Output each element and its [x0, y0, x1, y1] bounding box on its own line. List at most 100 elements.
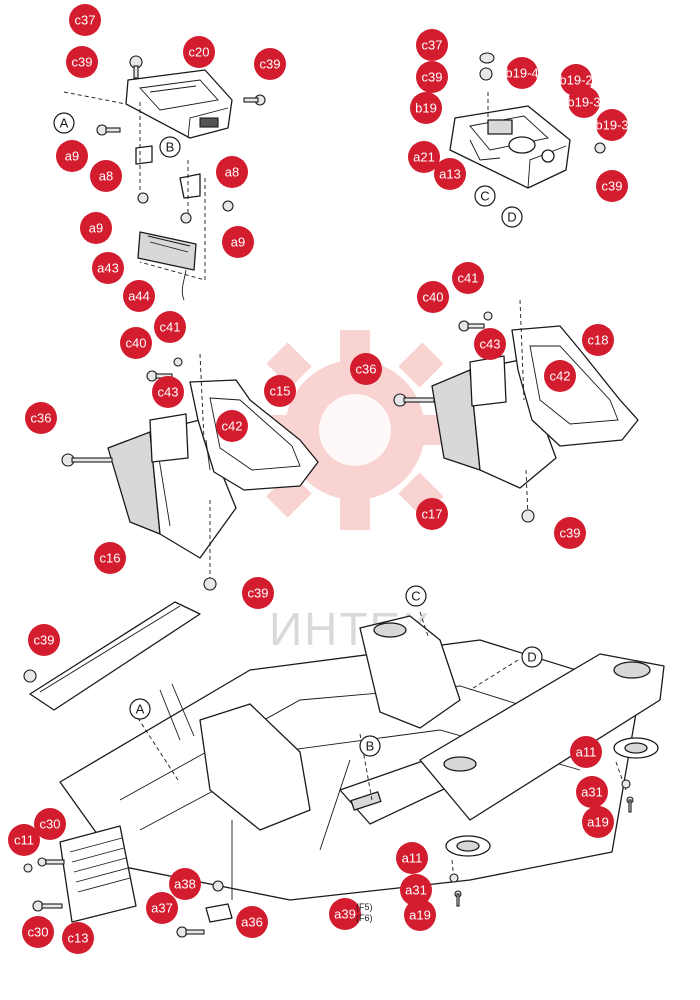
frame-c18 [511, 325, 639, 447]
part-label-a43: a43 [92, 252, 124, 284]
reference-letter-d: D [501, 206, 523, 228]
reference-letter-a: A [53, 112, 75, 134]
part-label-c41: c41 [154, 311, 186, 343]
part-label-text: c18 [588, 333, 609, 348]
part-label-dot [404, 899, 436, 931]
part-label-text: a31 [405, 883, 427, 898]
part-label-text: c40 [126, 336, 147, 351]
part-label-a31: a31 [576, 776, 608, 808]
reference-letter-text: A [60, 116, 69, 131]
part-label-text: c36 [356, 362, 377, 377]
part-label-dot [169, 868, 201, 900]
reference-letter-text: B [366, 739, 375, 754]
part-label-dot [92, 252, 124, 284]
part-label-c17: c17 [416, 498, 448, 530]
part-label-text: b19-3 [567, 95, 600, 110]
part-label-text: a9 [65, 149, 79, 164]
part-label-text: c37 [75, 13, 96, 28]
part-label-dot [264, 375, 296, 407]
reference-letter-d: D [521, 646, 543, 668]
part-label-dot [62, 922, 94, 954]
part-label-text: c39 [560, 526, 581, 541]
part-label-a9: a9 [80, 212, 112, 244]
part-label-c40: c40 [417, 281, 449, 313]
console-b19 [449, 105, 571, 189]
part-label-dot [329, 898, 361, 930]
part-label-text: c13 [68, 931, 89, 946]
reference-letter-circle [521, 646, 543, 668]
speaker-lower [445, 835, 491, 857]
part-label-dot [8, 824, 40, 856]
part-label-c39: c39 [596, 170, 628, 202]
part-label-dot [183, 36, 215, 68]
part-label-dot [350, 353, 382, 385]
part-label-text: a9 [231, 235, 245, 250]
part-label-text: a8 [225, 165, 239, 180]
part-label-text: c43 [480, 337, 501, 352]
part-label-dot [94, 542, 126, 574]
reference-letter-circle [501, 206, 523, 228]
part-label-c39: c39 [554, 517, 586, 549]
part-label-c39: c39 [66, 46, 98, 78]
reference-letter-text: D [527, 650, 536, 665]
part-label-a36: a36 [236, 906, 268, 938]
part-label-text: c41 [160, 320, 181, 335]
part-label-text: a13 [439, 167, 461, 182]
part-label-dot [80, 212, 112, 244]
part-label-text: a21 [413, 150, 435, 165]
part-label-text: c17 [422, 507, 443, 522]
part-label-text: c39 [72, 55, 93, 70]
part-label-a44: a44 [123, 280, 155, 312]
part-label-dot [254, 48, 286, 80]
part-label-text: c30 [28, 925, 49, 940]
switch-a43 [137, 231, 197, 301]
reference-letter-a: A [129, 698, 151, 720]
part-label-text: b19-2 [559, 73, 592, 88]
part-label-dot [216, 410, 248, 442]
part-label-a31: a31 [400, 874, 432, 906]
note-f6: (F6) [356, 913, 373, 923]
part-label-dot [506, 57, 538, 89]
part-label-a13: a13 [434, 158, 466, 190]
part-label-dot [66, 46, 98, 78]
part-label-text: c36 [31, 411, 52, 426]
part-label-dot [123, 280, 155, 312]
part-label-c18: c18 [582, 324, 614, 356]
reference-letter-text: C [480, 189, 489, 204]
reference-letter-circle [159, 136, 181, 158]
part-label-c16: c16 [94, 542, 126, 574]
part-label-text: a39 [334, 907, 356, 922]
bracket-c43 [149, 413, 189, 463]
part-label-text: c30 [40, 817, 61, 832]
part-label-dot [596, 170, 628, 202]
part-label-dot [120, 327, 152, 359]
part-label-text: a31 [581, 785, 603, 800]
part-label-dot [568, 86, 600, 118]
part-label-dot [416, 61, 448, 93]
part-label-dot [416, 29, 448, 61]
part-label-c13: c13 [62, 922, 94, 954]
part-label-dot [544, 360, 576, 392]
part-label-dot [408, 141, 440, 173]
grille-c13 [59, 825, 137, 923]
part-label-a8: a8 [216, 156, 248, 188]
part-label-text: b19 [415, 101, 437, 116]
part-label-a39: a39 [329, 898, 361, 930]
part-label-text: a9 [89, 221, 103, 236]
note-f5: (F5) [356, 902, 373, 912]
part-label-text: c11 [14, 833, 34, 848]
part-label-a9: a9 [222, 226, 254, 258]
part-label-text: c39 [34, 633, 55, 648]
part-label-c43: c43 [152, 376, 184, 408]
tunnel-console [159, 615, 481, 831]
part-label-dot [576, 776, 608, 808]
part-label-dot [242, 577, 274, 609]
part-label-text: b19-4 [505, 66, 538, 81]
part-label-dot [582, 806, 614, 838]
frame-rail-right [419, 653, 665, 821]
part-label-text: a37 [151, 901, 173, 916]
part-label-b19-3: b19-3 [567, 86, 601, 118]
